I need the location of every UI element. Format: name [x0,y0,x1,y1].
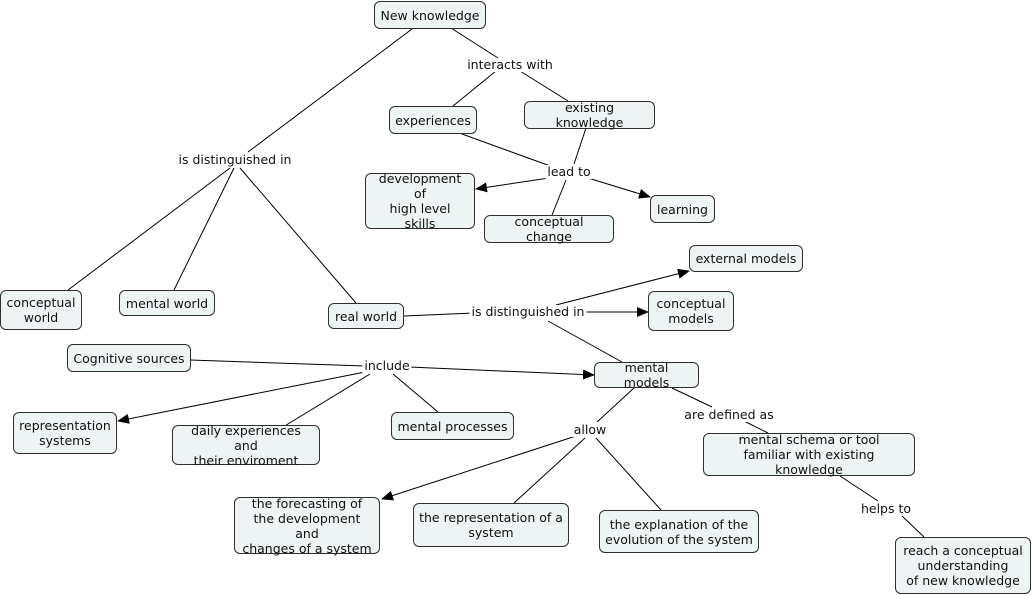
connector-line [239,167,357,304]
link-label-helps-to: helps to [858,501,914,516]
concept-node-conceptual-world[interactable]: conceptual world [0,290,82,330]
concept-node-conceptual-understanding[interactable]: reach a conceptual understanding of new … [895,537,1031,594]
concept-node-new-knowledge[interactable]: New knowledge [374,1,486,29]
concept-node-representation-of-system[interactable]: the representation of a system [413,503,569,547]
connector-line [555,268,690,306]
concept-node-mental-schema[interactable]: mental schema or tool familiar with exis… [703,432,915,477]
concept-node-cognitive-sources[interactable]: Cognitive sources [67,344,191,372]
link-label-interacts-with: interacts with [465,57,555,72]
link-label-is-distinguished-in-models: is distinguished in [469,304,587,319]
link-label-is-distinguished-in: is distinguished in [176,152,294,167]
connector-line [551,179,567,216]
connector-line [595,437,662,511]
concept-node-mental-models[interactable]: mental models [594,360,699,390]
concept-node-conceptual-change[interactable]: conceptual change [484,214,614,244]
connector-line [452,70,497,107]
connector-line [67,167,231,291]
connector-line [596,387,635,423]
link-label-include: include [362,358,412,373]
connector-line [247,28,413,153]
connector-line [381,435,577,501]
link-label-are-defined-as: are defined as [682,407,776,422]
connector-line [475,177,550,193]
concept-node-explanation[interactable]: the explanation of the evolution of the … [599,510,759,553]
connector-line [743,420,769,434]
concept-node-external-models[interactable]: external models [689,245,803,272]
concept-node-development-skills[interactable]: development of high level skills [365,171,475,231]
connector-line [519,70,569,102]
connector-line [282,373,371,428]
connector-line [392,373,439,413]
concept-node-mental-world[interactable]: mental world [119,290,215,316]
concept-node-representation-systems[interactable]: representation systems [13,412,117,454]
concept-node-learning[interactable]: learning [650,195,715,223]
connector-line [513,437,586,504]
connector-line [189,359,366,367]
connector-line [403,312,475,317]
connector-line [547,320,623,363]
connector-line [117,371,366,424]
link-label-allow: allow [571,422,609,437]
concept-node-daily-experiences[interactable]: daily experiences and their enviroment [172,423,320,468]
connector-line [839,475,879,502]
concept-node-mental-processes[interactable]: mental processes [391,412,514,440]
connector-line [450,27,499,59]
concept-node-existing-knowledge[interactable]: existing knowledge [524,100,655,130]
connector-line [901,515,925,538]
connector-line [173,167,235,291]
concept-node-forecasting[interactable]: the forecasting of the development and c… [234,496,380,556]
connector-line [587,177,651,199]
concept-node-real-world[interactable]: real world [328,303,404,329]
connector-line [671,387,713,408]
connector-line [573,127,587,165]
connector-line [408,366,595,380]
connector-line [461,133,554,168]
concept-node-conceptual-models[interactable]: conceptual models [648,291,734,331]
concept-node-experiences[interactable]: experiences [389,106,477,134]
link-label-lead-to: lead to [545,164,593,179]
